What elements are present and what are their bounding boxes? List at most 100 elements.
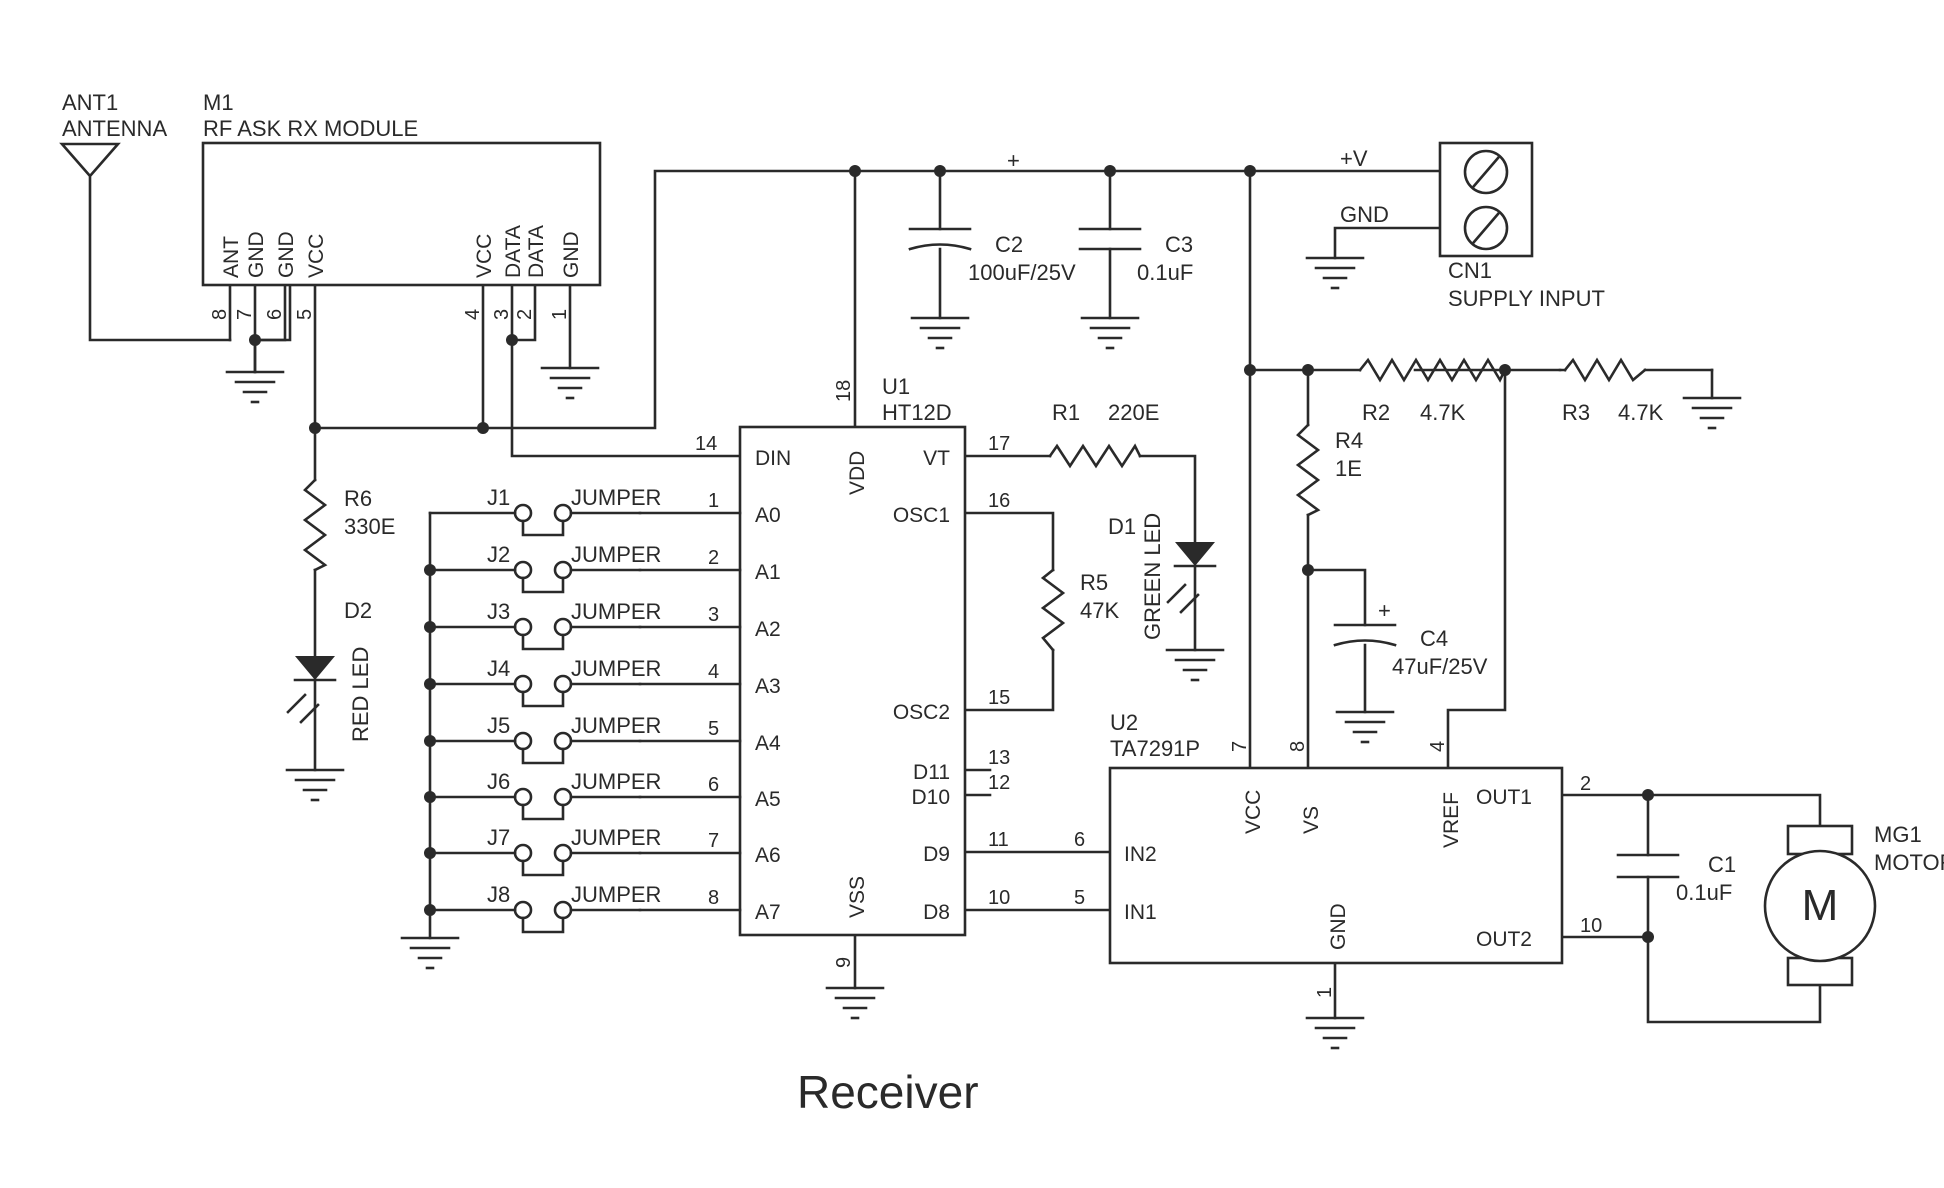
- ground-icon: [1335, 710, 1395, 744]
- ground-icon: [825, 986, 885, 1020]
- decoder-left-pin-number: 8: [708, 887, 719, 909]
- driver-top-pin-number: 4: [1427, 741, 1449, 752]
- d2-ref: D2: [344, 598, 372, 623]
- decoder-vss-number: 9: [833, 957, 855, 968]
- r4-ref: R4: [1335, 428, 1363, 453]
- jumper-pin-icon: [553, 560, 573, 580]
- rf-pin-label: GND: [560, 231, 583, 278]
- jumper-pin-icon: [513, 787, 533, 807]
- jumper-pin-icon: [553, 900, 573, 920]
- connector-name: SUPPLY INPUT: [1448, 286, 1605, 311]
- ground-icon: [400, 936, 460, 970]
- jumper-ref: J7: [487, 825, 510, 850]
- decoder-pins: DIN14A01A12A23A34A45A56A67A78VT17OSC116O…: [638, 380, 1010, 968]
- motor-icon: [1763, 824, 1877, 987]
- r3-value: 4.7K: [1618, 400, 1664, 425]
- c2-value: 100uF/25V: [968, 260, 1076, 285]
- antenna-name: ANTENNA: [62, 116, 167, 141]
- ground-icon: [1305, 256, 1365, 290]
- jumper-label: JUMPER: [571, 599, 661, 624]
- decoder-left-pin-number: 14: [695, 433, 717, 455]
- r3-ref: R3: [1562, 400, 1590, 425]
- jumper-ref: J1: [487, 485, 510, 510]
- driver-ref: U2: [1110, 710, 1138, 735]
- jumper-8: J8 JUMPER: [424, 882, 661, 934]
- c4-ref: C4: [1420, 626, 1448, 651]
- jumper-label: JUMPER: [571, 542, 661, 567]
- ground-icon: [225, 370, 285, 404]
- decoder-left-pin-number: 2: [708, 547, 719, 569]
- resistor-symbols: [302, 357, 1647, 652]
- decoder-right-pin-label: VT: [923, 447, 950, 470]
- rf-pin-label: DATA: [525, 225, 548, 278]
- decoder-name: HT12D: [882, 400, 952, 425]
- d1-ref: D1: [1108, 514, 1136, 539]
- driver-in2-number: 6: [1074, 829, 1085, 851]
- decoder-right-pin-label: D11: [913, 761, 950, 784]
- decoder-right-pin-label: D9: [923, 843, 950, 866]
- c2-plus: +: [1007, 148, 1020, 173]
- jumper-pin-icon: [553, 787, 573, 807]
- c1-ref: C1: [1708, 852, 1736, 877]
- wires: [59, 142, 1822, 1024]
- rf-pin-number: 5: [294, 309, 316, 320]
- diagram-title: Receiver: [797, 1066, 979, 1118]
- rf-module-name: RF ASK RX MODULE: [203, 116, 418, 141]
- r5-value: 47K: [1080, 598, 1119, 623]
- junctions: [249, 165, 1654, 943]
- jumper-pin-icon: [553, 617, 573, 637]
- jumper-3: J3 JUMPER: [424, 599, 661, 651]
- decoder-vss-label: VSS: [846, 876, 869, 918]
- c3-ref: C3: [1165, 232, 1193, 257]
- jumper-label: JUMPER: [571, 656, 661, 681]
- decoder-left-pin-number: 4: [708, 661, 719, 683]
- rf-pin-number: 1: [549, 309, 571, 320]
- r5-ref: R5: [1080, 570, 1108, 595]
- screw-terminal-icon: [1463, 149, 1509, 251]
- c2-ref: C2: [995, 232, 1023, 257]
- decoder-vdd-number: 18: [833, 380, 855, 402]
- driver-out2-number: 10: [1580, 915, 1602, 937]
- driver-name: TA7291P: [1110, 736, 1200, 761]
- jumper-ref: J8: [487, 882, 510, 907]
- decoder-left-pin-number: 1: [708, 490, 719, 512]
- r1-value: 220E: [1108, 400, 1159, 425]
- decoder-left-pin-label: A7: [755, 901, 781, 924]
- rf-pin-number: 6: [264, 309, 286, 320]
- jumper-ref: J3: [487, 599, 510, 624]
- rf-pin-label: VCC: [473, 234, 496, 278]
- r4-value: 1E: [1335, 456, 1362, 481]
- jumper-ref: J2: [487, 542, 510, 567]
- decoder-right-pin-number: 10: [988, 887, 1010, 909]
- jumper-ref: J4: [487, 656, 510, 681]
- jumper-pin-icon: [513, 503, 533, 523]
- connector-ref: CN1: [1448, 258, 1492, 283]
- led-symbols: [286, 542, 1217, 724]
- decoder-left-pin-label: A3: [755, 675, 781, 698]
- jumper-4: J4 JUMPER: [424, 656, 661, 708]
- driver-top-pin-number: 8: [1287, 741, 1309, 752]
- jumper-2: J2 JUMPER: [424, 542, 661, 594]
- antenna-ref: ANT1: [62, 90, 118, 115]
- decoder-ref: U1: [882, 374, 910, 399]
- ground-icon: [1080, 316, 1140, 350]
- jumper-pin-icon: [513, 843, 533, 863]
- rf-pin-label: DATA: [502, 225, 525, 278]
- rf-pin-label: ANT: [220, 236, 243, 278]
- jumper-label: JUMPER: [571, 882, 661, 907]
- decoder-right-pin-number: 11: [988, 829, 1009, 851]
- rf-pin-number: 7: [234, 309, 256, 320]
- r6-value: 330E: [344, 514, 395, 539]
- r2-ref: R2: [1362, 400, 1390, 425]
- jumper-label: JUMPER: [571, 769, 661, 794]
- connector-box: [1438, 141, 1534, 258]
- decoder-left-pin-number: 6: [708, 774, 719, 796]
- driver-out1-number: 2: [1580, 773, 1591, 795]
- decoder-left-pin-label: A2: [755, 618, 781, 641]
- jumper-pin-icon: [553, 843, 573, 863]
- rf-pin-number: 3: [491, 309, 513, 320]
- c1-value: 0.1uF: [1676, 880, 1732, 905]
